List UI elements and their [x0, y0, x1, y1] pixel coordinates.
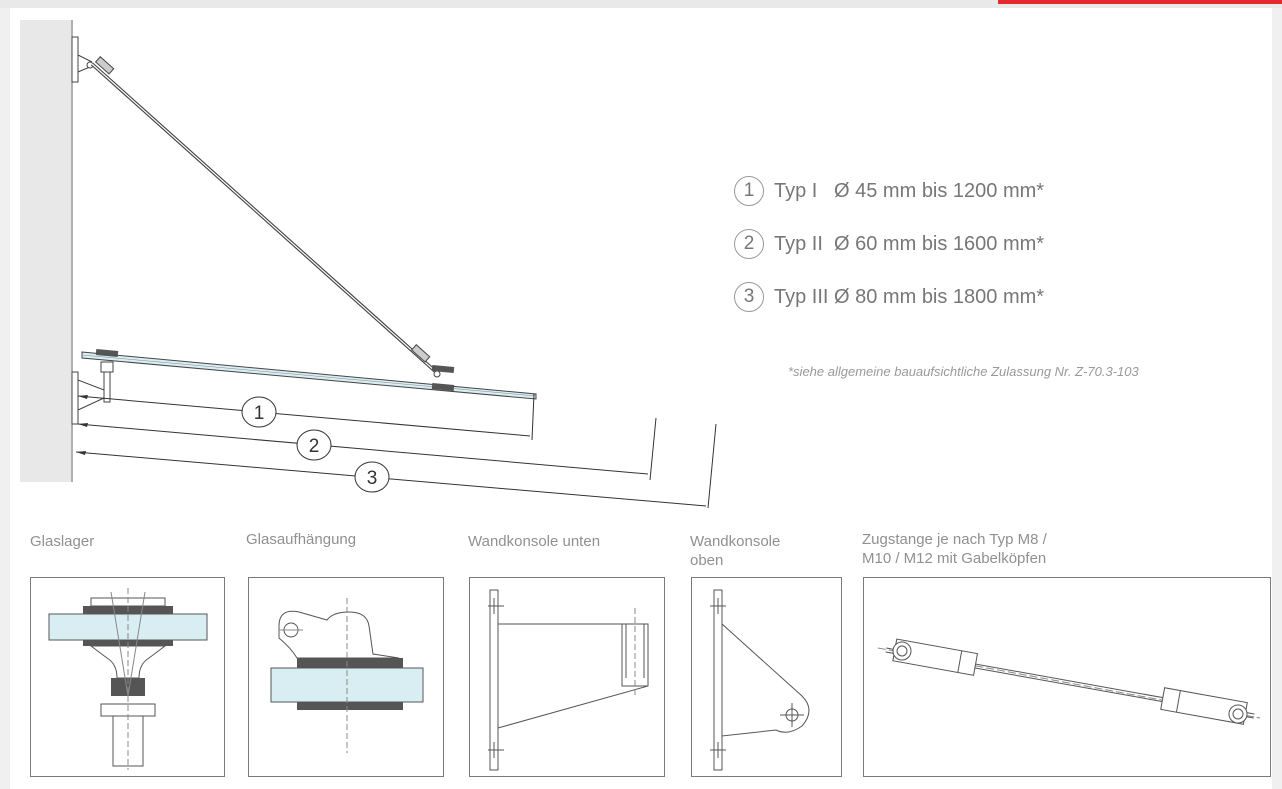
legend-text-1: Typ I Ø 45 mm bis 1200 mm*: [774, 179, 1045, 202]
dimension-2: [77, 417, 657, 481]
dimension-label-circle-3: [354, 461, 390, 493]
top-bar: [0, 0, 1282, 8]
wandkonsole-oben-drawing: [710, 589, 810, 771]
legend-number-3: 3: [734, 282, 764, 312]
approval-note: *siehe allgemeine bauaufsichtliche Zulas…: [788, 364, 1139, 379]
dimension-label-2: 2: [309, 436, 320, 457]
glaslager-drawing: [48, 588, 208, 770]
detail-wandkonsole-oben: [691, 577, 842, 777]
caption-zugstange: Zugstange je nach Typ M8 / M10 / M12 mit…: [862, 530, 1047, 568]
glass-bearing-small: [95, 348, 119, 403]
legend-text-3: Typ III Ø 80 mm bis 1800 mm*: [774, 285, 1045, 308]
caption-glaslager: Glaslager: [30, 533, 95, 550]
caption-zugstange-line2: M10 / M12 mit Gabelköpfen: [862, 550, 1047, 567]
caption-glasaufhaengung: Glasaufhängung: [246, 531, 357, 548]
legend-number-1: 1: [734, 176, 764, 206]
dimension-label-circle-2: [296, 429, 332, 461]
caption-wandkonsole-unten: Wandkonsole unten: [468, 533, 601, 550]
dimension-label-3: 3: [367, 468, 378, 489]
lower-wall-bracket: [71, 371, 105, 425]
caption-wandkonsole-oben: Wandkonsole oben: [690, 532, 780, 570]
zugstange-drawing: [877, 638, 1261, 725]
dimension-label-1: 1: [254, 403, 265, 424]
tension-rod: [90, 56, 441, 378]
glass-suspension-small: [431, 364, 455, 392]
dimension-3: [75, 423, 717, 509]
dimension-1: [77, 393, 535, 441]
legend-text-2: Typ II Ø 60 mm bis 1600 mm*: [774, 232, 1045, 255]
legend-number-2: 2: [734, 229, 764, 259]
detail-zugstange: [863, 577, 1271, 777]
caption-wandkonsole-oben-line1: Wandkonsole: [690, 533, 781, 550]
legend-item-typ-1: 1 Typ I Ø 45 mm bis 1200 mm*: [734, 176, 1044, 206]
caption-wandkonsole-oben-line2: oben: [690, 552, 724, 569]
accent-bar: [998, 0, 1282, 4]
detail-glasaufhaengung: [248, 577, 444, 777]
upper-wall-bracket: [71, 36, 94, 83]
caption-zugstange-line1: Zugstange je nach Typ M8 /: [862, 531, 1047, 548]
glasaufhaengung-drawing: [270, 598, 424, 753]
dimension-label-circle-1: [241, 396, 277, 428]
legend-item-typ-3: 3 Typ III Ø 80 mm bis 1800 mm*: [734, 282, 1044, 312]
detail-glaslager: [30, 577, 225, 777]
detail-wandkonsole-unten: [469, 577, 665, 777]
legend-item-typ-2: 2 Typ II Ø 60 mm bis 1600 mm*: [734, 229, 1044, 259]
wandkonsole-unten-drawing: [488, 589, 649, 771]
wall: [20, 20, 73, 482]
glass-pane: [81, 351, 537, 400]
